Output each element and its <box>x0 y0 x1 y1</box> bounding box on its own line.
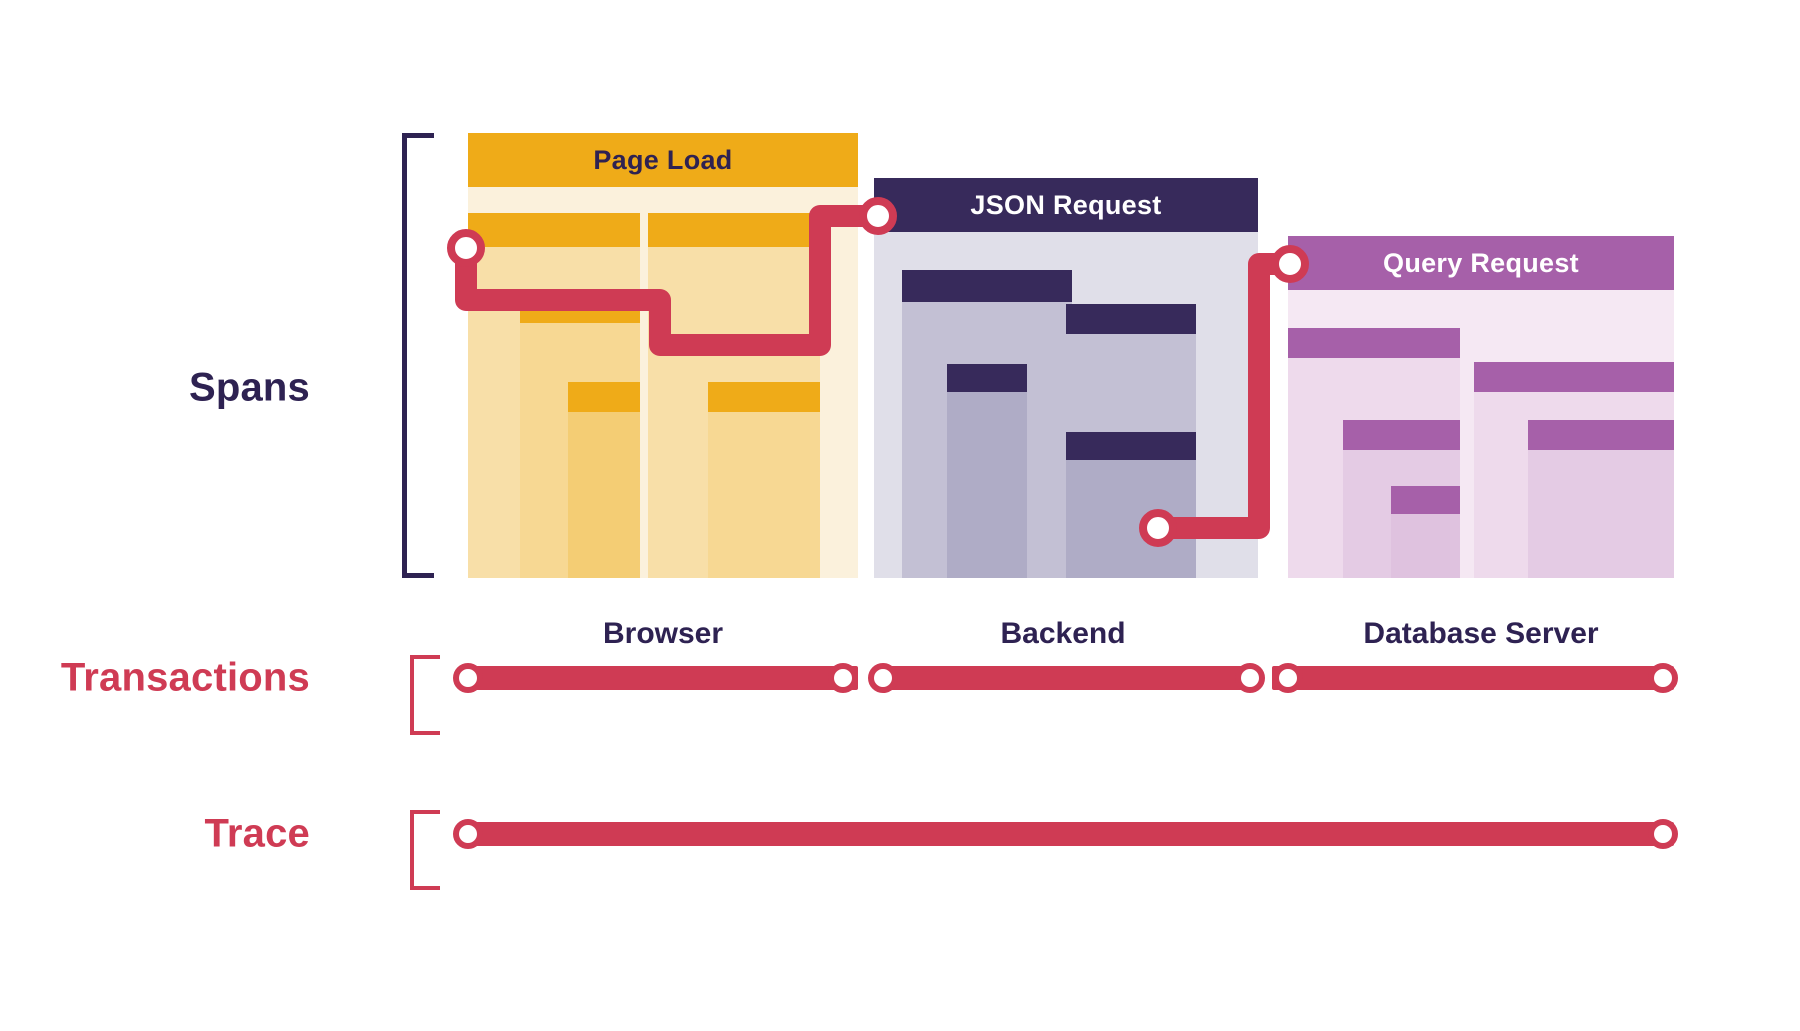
span-database-4-cap <box>1474 362 1674 392</box>
bracket-trace <box>410 810 440 890</box>
span-browser-5[interactable] <box>708 382 820 578</box>
service-group-backend: JSON Request <box>874 178 1258 578</box>
span-backend-4-cap <box>1066 432 1196 460</box>
span-database-3-cap <box>1391 486 1460 514</box>
span-database-2-cap <box>1343 420 1460 450</box>
bracket-spans <box>402 133 434 578</box>
transaction-dot-browser-start[interactable] <box>453 663 483 693</box>
span-browser-2-cap <box>520 289 640 323</box>
transaction-dot-backend-start[interactable] <box>868 663 898 693</box>
transaction-segment-backend[interactable] <box>874 666 1258 690</box>
span-backend-4[interactable] <box>1066 432 1196 578</box>
span-database-5-cap <box>1528 420 1674 450</box>
span-browser-4-cap <box>648 213 820 247</box>
span-backend-2-cap <box>947 364 1027 392</box>
span-database-3[interactable] <box>1391 486 1460 578</box>
transaction-segment-database[interactable] <box>1272 666 1674 690</box>
span-browser-5-cap <box>708 382 820 412</box>
row-label-spans: Spans <box>188 365 310 410</box>
span-backend-2[interactable] <box>947 364 1027 578</box>
transaction-dot-backend-end[interactable] <box>1235 663 1265 693</box>
bracket-transactions <box>410 655 440 735</box>
transaction-dot-browser-end[interactable] <box>828 663 858 693</box>
row-label-transactions: Transactions <box>60 655 310 700</box>
group-body-database <box>1288 290 1674 578</box>
span-database-5[interactable] <box>1528 420 1674 578</box>
span-browser-3[interactable] <box>568 382 640 578</box>
group-title-browser: Page Load <box>468 133 858 187</box>
group-title-backend: JSON Request <box>874 178 1258 232</box>
transaction-segment-browser[interactable] <box>468 666 858 690</box>
span-backend-1-cap <box>902 270 1072 302</box>
trace-dot-start[interactable] <box>453 819 483 849</box>
span-database-1-cap <box>1288 328 1460 358</box>
group-title-database: Query Request <box>1288 236 1674 290</box>
group-body-backend <box>874 232 1258 578</box>
span-browser-3-cap <box>568 382 640 412</box>
service-caption-browser: Browser <box>602 617 724 650</box>
group-body-browser <box>468 187 858 578</box>
service-group-database: Query Request <box>1288 236 1674 578</box>
service-caption-database: Database Server <box>1363 617 1599 650</box>
transaction-dot-database-end[interactable] <box>1648 663 1678 693</box>
span-browser-1-cap <box>468 213 640 247</box>
service-group-browser: Page Load <box>468 133 858 578</box>
transaction-dot-database-start[interactable] <box>1273 663 1303 693</box>
trace-dot-end[interactable] <box>1648 819 1678 849</box>
trace-segment[interactable] <box>468 822 1674 846</box>
span-backend-3-cap <box>1066 304 1196 334</box>
service-caption-backend: Backend <box>1000 617 1126 650</box>
row-label-trace: Trace <box>204 811 310 856</box>
